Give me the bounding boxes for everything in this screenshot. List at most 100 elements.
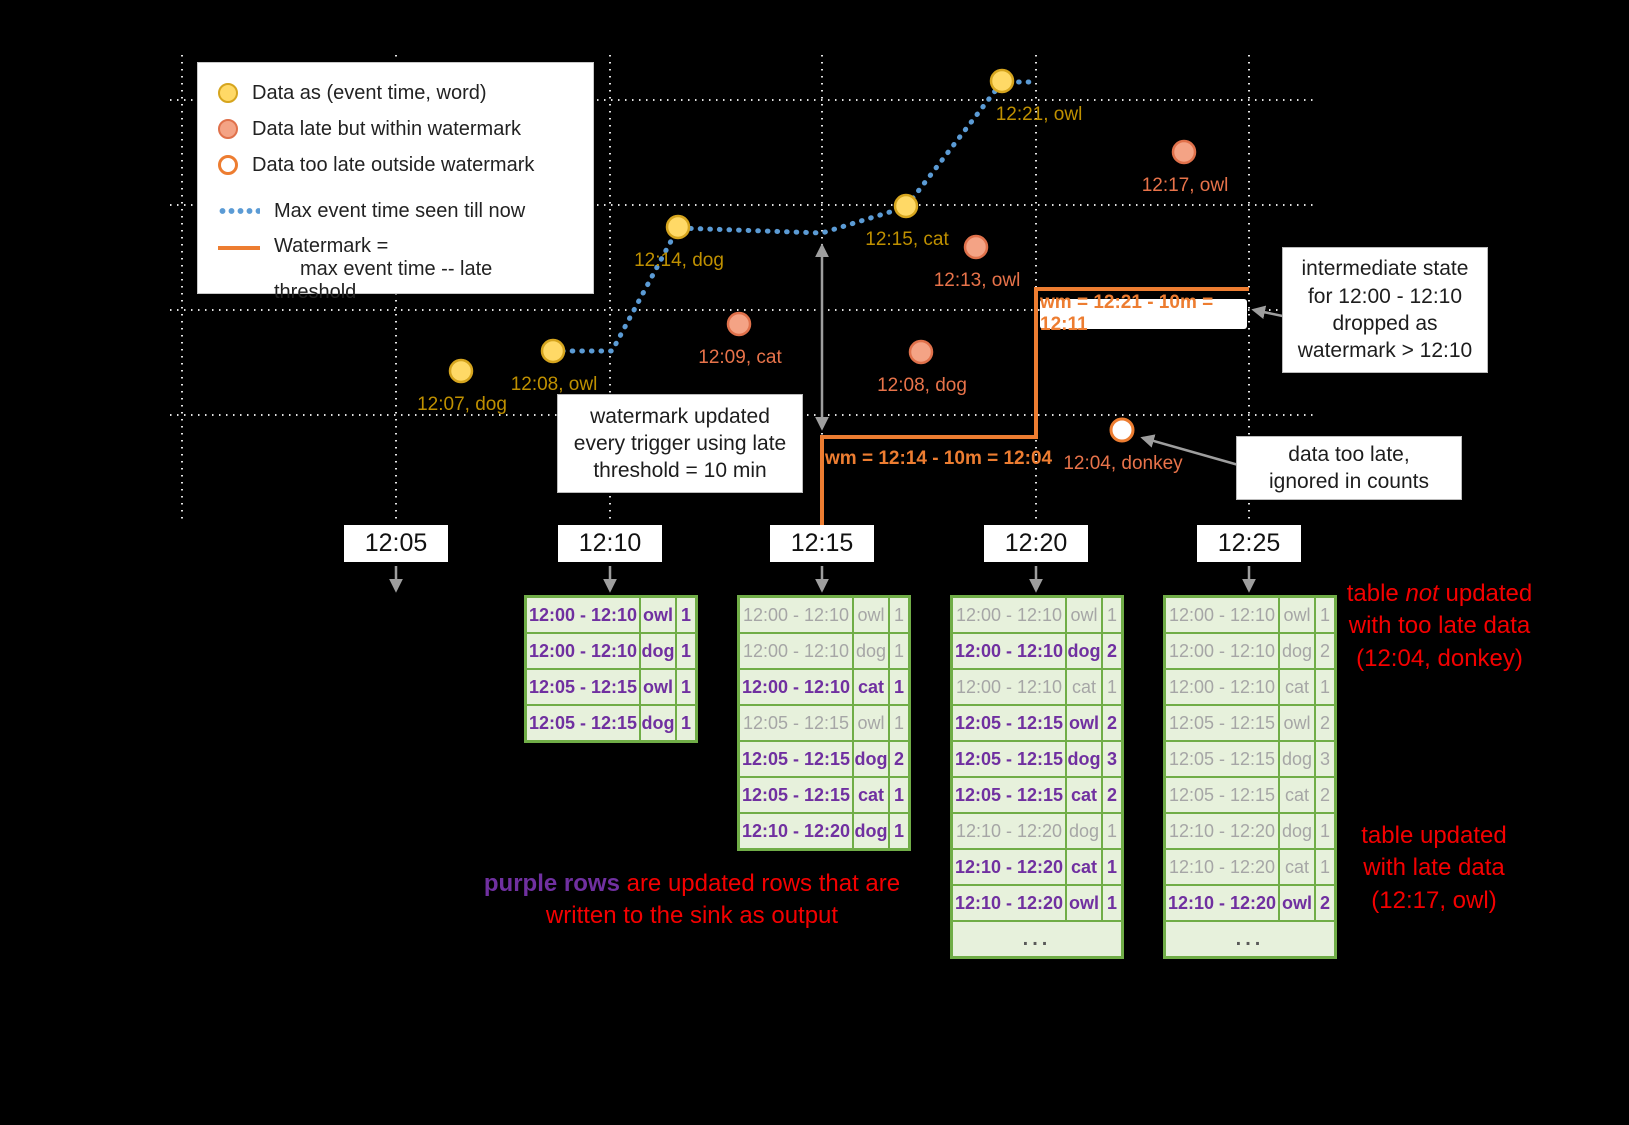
table-cell-word: dog xyxy=(641,706,675,740)
legend-spacer xyxy=(218,183,573,193)
blue-dotted-line-icon xyxy=(218,208,260,214)
table-cell-count: 1 xyxy=(1316,670,1334,704)
watermark-legend-line1: Watermark = xyxy=(274,235,389,257)
legend-item-max-event: Max event time seen till now xyxy=(218,193,573,229)
watermark-line xyxy=(820,287,1249,527)
table-cell-word: dog xyxy=(854,742,888,776)
legend-item-toolate: Data too late outside watermark xyxy=(218,147,573,183)
table-cell-word: dog xyxy=(1280,742,1314,776)
data-point-late xyxy=(1171,139,1197,165)
point-label: 12:15, cat xyxy=(865,229,949,250)
table-cell-window: 12:00 - 12:10 xyxy=(1166,634,1278,668)
table-cell-count: 2 xyxy=(890,742,908,776)
point-label: 12:07, dog xyxy=(417,394,507,415)
table-cell-word: dog xyxy=(1067,814,1101,848)
table-cell-word: owl xyxy=(1067,598,1101,632)
table-ellipsis-row: ... xyxy=(953,922,1121,956)
table-cell-window: 12:00 - 12:10 xyxy=(953,598,1065,632)
table-cell-word: cat xyxy=(1067,778,1101,812)
table-cell-word: owl xyxy=(641,670,675,704)
callout-data-too-late: data too late, ignored in counts xyxy=(1236,436,1462,500)
table-cell-word: owl xyxy=(1280,886,1314,920)
table-cell-count: 1 xyxy=(1103,850,1121,884)
watermark-value-label-1: wm = 12:14 - 10m = 12:04 xyxy=(825,448,1053,469)
table-cell-window: 12:05 - 12:15 xyxy=(953,778,1065,812)
table-cell-window: 12:05 - 12:15 xyxy=(527,670,639,704)
table-cell-window: 12:10 - 12:20 xyxy=(1166,886,1278,920)
table-cell-count: 1 xyxy=(890,670,908,704)
table-cell-word: cat xyxy=(1280,850,1314,884)
table-cell-word: owl xyxy=(1067,706,1101,740)
table-cell-word: dog xyxy=(854,814,888,848)
table-cell-word: owl xyxy=(854,706,888,740)
table-cell-word: dog xyxy=(1280,814,1314,848)
table-cell-window: 12:05 - 12:15 xyxy=(953,742,1065,776)
table-cell-window: 12:05 - 12:15 xyxy=(740,706,852,740)
table-cell-word: dog xyxy=(641,634,675,668)
watermark-legend-line2: max event time -- late threshold xyxy=(274,258,493,303)
table-cell-window: 12:10 - 12:20 xyxy=(740,814,852,848)
table-cell-count: 2 xyxy=(1316,886,1334,920)
time-tick-12:20: 12:20 xyxy=(984,525,1088,562)
annotation-sink-rest: are updated rows that are written to the… xyxy=(545,870,901,930)
table-cell-word: cat xyxy=(1067,850,1101,884)
legend-label: Data late but within watermark xyxy=(252,117,522,140)
table-cell-count: 1 xyxy=(1103,670,1121,704)
table-cell-count: 1 xyxy=(1103,598,1121,632)
toolate-dot-icon xyxy=(218,155,238,175)
point-label: 12:13, owl xyxy=(933,270,1021,291)
callout-intermediate-state: intermediate state for 12:00 - 12:10 dro… xyxy=(1282,247,1488,373)
table-cell-window: 12:05 - 12:15 xyxy=(740,778,852,812)
data-point-toolate xyxy=(1109,417,1135,443)
point-label: 12:08, owl xyxy=(510,374,598,395)
table-cell-count: 1 xyxy=(890,634,908,668)
table-cell-window: 12:05 - 12:15 xyxy=(953,706,1065,740)
data-point-ontime xyxy=(448,358,474,384)
table-cell-word: dog xyxy=(1067,634,1101,668)
table-ellipsis-row: ... xyxy=(1166,922,1334,956)
point-label: 12:14, dog xyxy=(634,250,724,271)
table-cell-window: 12:10 - 12:20 xyxy=(953,886,1065,920)
data-point-late xyxy=(963,234,989,260)
data-point-ontime xyxy=(540,338,566,364)
table-cell-word: owl xyxy=(641,598,675,632)
table-cell-word: dog xyxy=(854,634,888,668)
table-cell-count: 2 xyxy=(1316,778,1334,812)
table-cell-window: 12:00 - 12:10 xyxy=(527,598,639,632)
table-cell-count: 1 xyxy=(677,670,695,704)
legend: Data as (event time, word) Data late but… xyxy=(197,62,594,303)
table-cell-word: owl xyxy=(1280,598,1314,632)
data-point-ontime xyxy=(665,214,691,240)
table-cell-window: 12:00 - 12:10 xyxy=(953,634,1065,668)
table-cell-count: 3 xyxy=(1316,742,1334,776)
table-cell-word: owl xyxy=(1280,706,1314,740)
table-cell-word: owl xyxy=(1067,886,1101,920)
table-cell-count: 1 xyxy=(1316,814,1334,848)
table-cell-count: 1 xyxy=(677,706,695,740)
table-cell-word: dog xyxy=(1067,742,1101,776)
table-cell-word: dog xyxy=(1280,634,1314,668)
table-cell-window: 12:10 - 12:20 xyxy=(953,850,1065,884)
time-tick-12:05: 12:05 xyxy=(344,525,448,562)
table-cell-count: 2 xyxy=(1103,778,1121,812)
annotation-sink-output: purple rows are updated rows that are wr… xyxy=(462,868,922,933)
table-cell-window: 12:00 - 12:10 xyxy=(740,634,852,668)
table-cell-window: 12:00 - 12:10 xyxy=(740,670,852,704)
